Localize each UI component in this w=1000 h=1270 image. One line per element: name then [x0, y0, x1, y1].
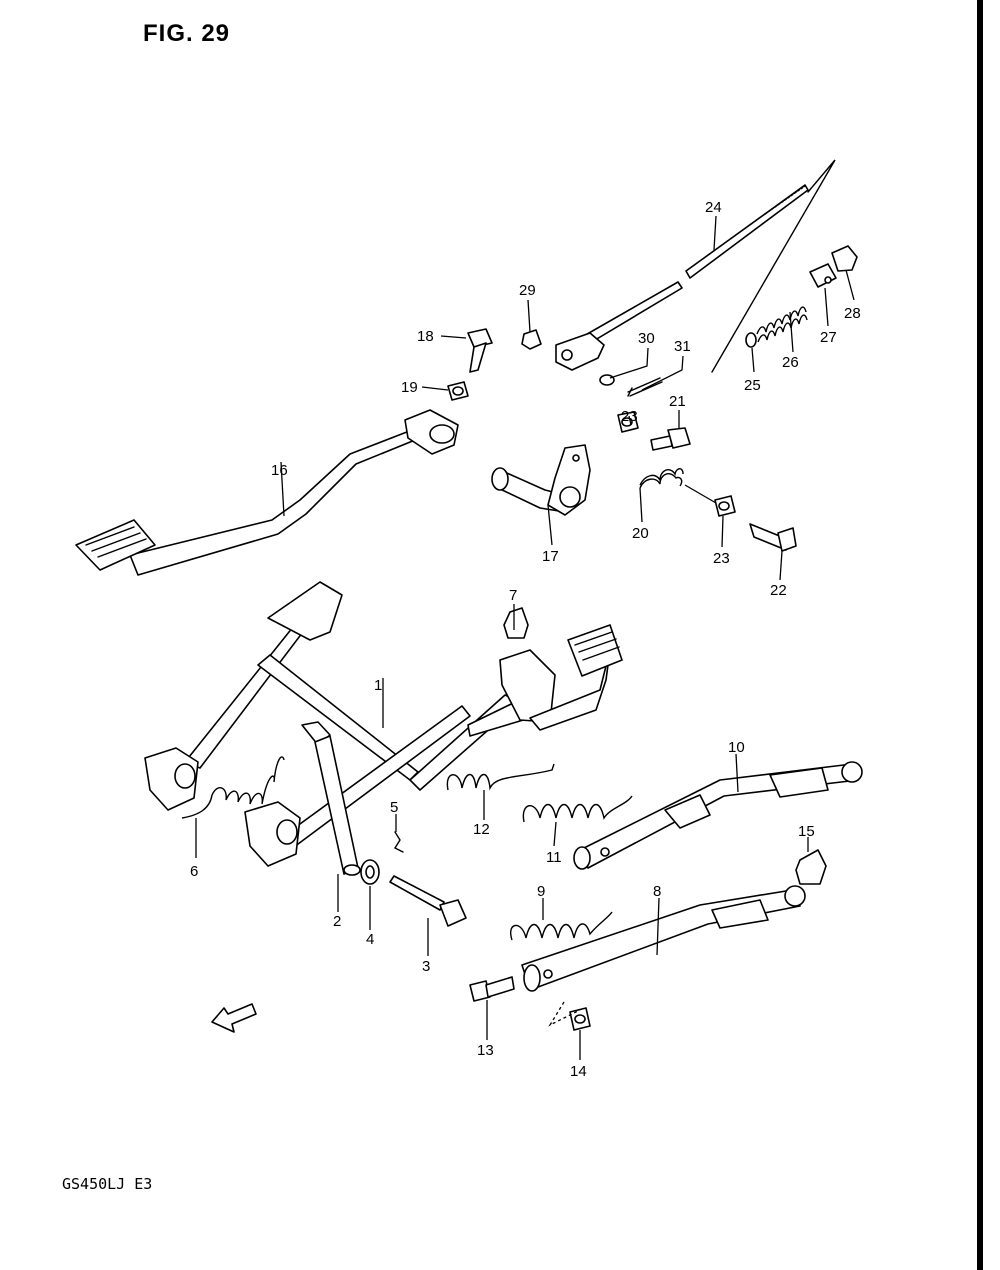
callout-24: 24 [705, 199, 722, 216]
stand-springs [181, 756, 633, 941]
fwd-arrow-icon: FWD [211, 1003, 257, 1033]
brake-cam-shaft-lever [491, 444, 591, 516]
side-stand-lower [521, 885, 806, 992]
callout-21: 21 [669, 393, 686, 410]
callout-10: 10 [728, 739, 745, 756]
callout-18: 18 [417, 328, 434, 345]
callout-5: 5 [390, 799, 398, 816]
rear-brake-pedal [75, 409, 459, 576]
callout-22: 22 [770, 582, 787, 599]
callout-20: 20 [632, 525, 649, 542]
callout-23-lower: 23 [713, 550, 730, 567]
side-stand-bolt-nut [469, 976, 591, 1031]
brake-adjuster-parts [745, 245, 858, 348]
callout-17: 17 [542, 548, 559, 565]
side-stand-rubber [795, 849, 827, 885]
callout-30: 30 [638, 330, 655, 347]
stopper-rubber [503, 607, 529, 639]
figure-title: FIG. 29 [143, 20, 231, 47]
pivot-bolt-and-nut [447, 328, 493, 401]
callout-19: 19 [401, 379, 418, 396]
callout-15: 15 [798, 823, 815, 840]
callout-16: 16 [271, 462, 288, 479]
callout-3: 3 [422, 958, 430, 975]
callout-27: 27 [820, 329, 837, 346]
callout-12: 12 [473, 821, 490, 838]
callout-1: 1 [374, 677, 382, 694]
stand-pivot-hardware [314, 735, 467, 927]
center-stand [144, 581, 623, 867]
callout-14: 14 [570, 1063, 587, 1080]
side-stand-upper [573, 761, 863, 870]
callout-29: 29 [519, 282, 536, 299]
page-edge-bar [977, 0, 983, 1270]
callout-9: 9 [537, 883, 545, 900]
callout-28: 28 [844, 305, 861, 322]
callout-8: 8 [653, 883, 661, 900]
callout-7: 7 [509, 587, 517, 604]
model-code: GS450LJ E3 [62, 1175, 153, 1193]
callout-6: 6 [190, 863, 198, 880]
callout-2: 2 [333, 913, 341, 930]
callout-25: 25 [744, 377, 761, 394]
callout-13: 13 [477, 1042, 494, 1059]
leader-lines [195, 215, 855, 1060]
brake-rod [555, 159, 836, 373]
callout-labels: 1 2 3 4 5 6 7 8 9 10 11 12 13 14 15 16 1… [190, 199, 861, 1080]
callout-4: 4 [366, 931, 374, 948]
callout-11: 11 [546, 849, 562, 866]
clevis-pin-washer-cotter [521, 329, 663, 397]
callout-26: 26 [782, 354, 799, 371]
callout-23-upper: 23 [621, 408, 638, 425]
callout-31: 31 [674, 338, 691, 355]
